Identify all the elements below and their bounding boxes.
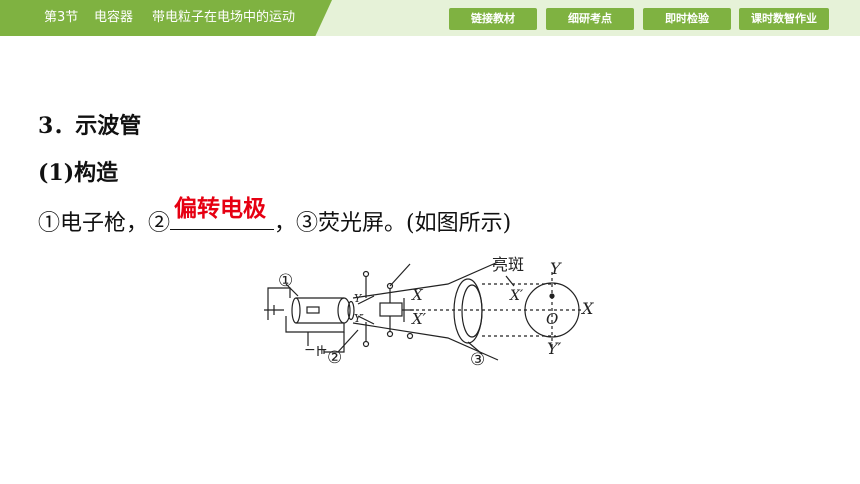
- lesson-title-tab: 第3节 电容器 带电粒子在电场中的运动: [0, 0, 332, 36]
- label-axis-Y-prime: Y′: [547, 339, 562, 358]
- label-plate-Y: Y: [354, 292, 363, 305]
- nav-button-study-points[interactable]: 细研考点: [546, 8, 634, 30]
- label-plate-Y-prime: Y′: [354, 312, 364, 325]
- nav-button-homework[interactable]: 课时数智作业: [739, 8, 829, 30]
- label-plus: +: [316, 342, 328, 358]
- nav-button-quick-check[interactable]: 即时检验: [643, 8, 731, 30]
- label-minus: −: [304, 342, 316, 358]
- label-deflection-electrodes: ②: [327, 348, 342, 368]
- label-plate-X-prime: X′: [411, 310, 427, 328]
- oscilloscope-tube-diagram: ① ② ③ 亮斑 Y Y′ X X′ X′ O X Y Y′ − +: [264, 256, 594, 370]
- answer-blank: 偏转电极: [170, 196, 275, 230]
- label-plate-X: X: [411, 286, 424, 304]
- chapter-label: 电容器: [94, 10, 134, 25]
- label-axis-Y: Y: [550, 259, 562, 278]
- subheading-structure: (1)构造: [38, 160, 119, 186]
- answer-text: 偏转电极: [174, 196, 267, 222]
- label-origin: O: [546, 310, 558, 328]
- label-screen: ③: [470, 350, 485, 370]
- label-axis-X: X: [580, 299, 594, 318]
- label-electron-gun: ①: [278, 271, 293, 291]
- sentence-prefix: ①电子枪，②: [38, 211, 171, 236]
- topic-label: 带电粒子在电场中的运动: [152, 10, 296, 25]
- section-label: 第3节: [44, 10, 79, 25]
- sentence-suffix: ，③荧光屏。(如图所示): [274, 211, 512, 236]
- nav-button-textbook[interactable]: 链接教材: [449, 8, 537, 30]
- label-screen-X-prime: X′: [509, 288, 524, 304]
- label-bright-spot: 亮斑: [492, 256, 524, 274]
- section-heading: 3．示波管: [38, 113, 142, 139]
